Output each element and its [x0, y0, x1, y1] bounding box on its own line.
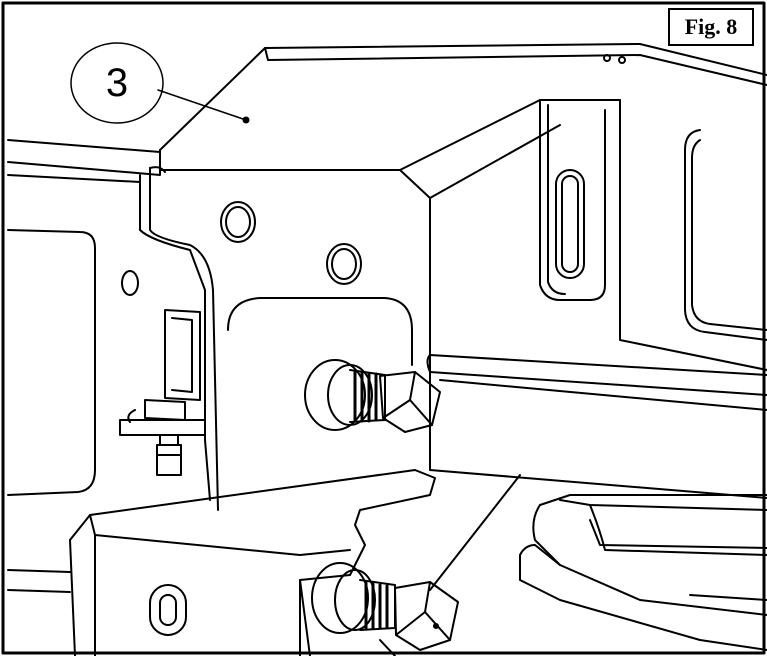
bolt-hole-1: [220, 201, 256, 243]
support-line: [429, 474, 521, 591]
washer-upper: [304, 359, 366, 431]
right-lower-clamp: [519, 494, 767, 651]
lower-bracket-plate: [69, 469, 436, 656]
callout-3-number: 3: [105, 60, 129, 105]
small-hole-b: [618, 56, 626, 64]
bolt-hole-2: [326, 243, 362, 285]
horizontal-beam: [426, 354, 767, 499]
callout-3-circle: [70, 42, 164, 124]
bracket-part-3: [149, 43, 767, 511]
lower-slot-hole: [149, 584, 187, 636]
elongated-slot: [555, 169, 585, 279]
washer-lower: [311, 562, 369, 634]
right-structure: [539, 99, 767, 371]
slot-hole-left: [121, 270, 139, 296]
figure-label: Fig. 8: [668, 8, 754, 46]
nut-small: [156, 444, 182, 476]
callout-3-dot: [242, 116, 250, 124]
upper-bolt-assembly: [304, 359, 441, 433]
callout-3-leader: [157, 89, 247, 121]
left-frame-panel: [7, 139, 211, 593]
small-hole-a: [603, 54, 611, 62]
left-clip-hardware: [119, 309, 206, 476]
lower-bolt-assembly: [311, 562, 459, 656]
